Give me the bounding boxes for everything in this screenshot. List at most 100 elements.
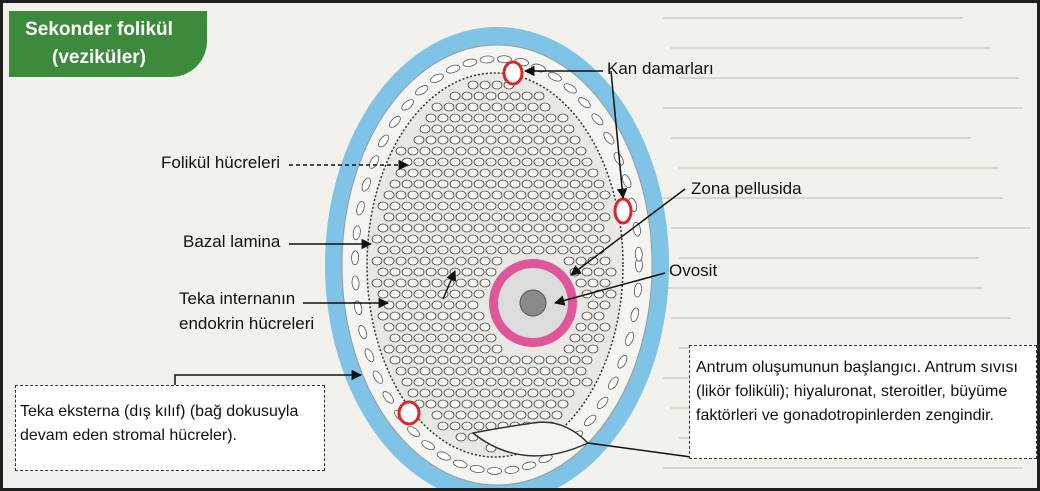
granulosa-cell [468,345,478,353]
granulosa-cell [462,268,472,276]
granulosa-cell [546,158,556,166]
granulosa-cell [432,125,442,133]
granulosa-cell [474,422,484,430]
granulosa-cell [390,246,400,254]
granulosa-cell [576,191,586,199]
granulosa-cell [456,147,466,155]
granulosa-cell [510,378,520,386]
granulosa-cell [540,169,550,177]
granulosa-cell [564,191,574,199]
granulosa-cell [420,345,430,353]
granulosa-cell [408,191,418,199]
granulosa-cell [462,334,472,342]
granulosa-cell [444,125,454,133]
granulosa-cell [456,169,466,177]
granulosa-cell [486,136,496,144]
granulosa-cell [570,136,580,144]
granulosa-cell [408,169,418,177]
granulosa-cell [492,257,502,265]
granulosa-cell [492,411,502,419]
granulosa-cell [396,323,406,331]
granulosa-cell [456,103,466,111]
granulosa-cell [390,224,400,232]
label-teka-internanin: Teka internanın [179,289,295,309]
antrum-info-box: Antrum oluşumunun başlangıcı. Antrum sıv… [689,345,1037,459]
granulosa-cell [510,400,520,408]
granulosa-cell [474,224,484,232]
granulosa-cell [438,224,448,232]
granulosa-cell [504,191,514,199]
granulosa-cell [420,213,430,221]
granulosa-cell [582,356,592,364]
granulosa-cell [390,180,400,188]
granulosa-cell [468,411,478,419]
granulosa-cell [444,191,454,199]
granulosa-cell [378,268,388,276]
granulosa-cell [384,235,394,243]
granulosa-cell [552,411,562,419]
granulosa-cell [558,356,568,364]
granulosa-cell [600,257,610,265]
granulosa-cell [480,367,490,375]
granulosa-cell [486,356,496,364]
granulosa-cell [588,301,598,309]
granulosa-cell [480,411,490,419]
granulosa-cell [420,125,430,133]
granulosa-cell [534,114,544,122]
granulosa-cell [498,114,508,122]
granulosa-cell [384,257,394,265]
granulosa-cell [468,301,478,309]
granulosa-cell [558,246,568,254]
granulosa-cell [420,169,430,177]
granulosa-cell [420,367,430,375]
granulosa-cell [456,213,466,221]
granulosa-cell [528,147,538,155]
granulosa-cell [432,389,442,397]
granulosa-cell [486,92,496,100]
granulosa-cell [564,125,574,133]
granulosa-cell [438,246,448,254]
granulosa-cell [492,367,502,375]
granulosa-cell [528,235,538,243]
granulosa-cell [576,367,586,375]
granulosa-cell [594,246,604,254]
granulosa-cell [546,246,556,254]
granulosa-cell [522,378,532,386]
granulosa-cell [456,301,466,309]
granulosa-cell [468,213,478,221]
granulosa-cell [480,213,490,221]
granulosa-cell [396,213,406,221]
granulosa-cell [546,400,556,408]
granulosa-cell [498,246,508,254]
granulosa-cell [444,235,454,243]
granulosa-cell [564,345,574,353]
granulosa-cell [576,213,586,221]
granulosa-cell [534,202,544,210]
granulosa-cell [576,257,586,265]
granulosa-cell [432,301,442,309]
granulosa-cell [582,158,592,166]
granulosa-cell [444,147,454,155]
granulosa-cell [570,180,580,188]
label-kan-damarlari: Kan damarları [607,59,714,79]
granulosa-cell [558,158,568,166]
granulosa-cell [396,345,406,353]
granulosa-cell [528,169,538,177]
granulosa-cell [390,334,400,342]
granulosa-cell [540,235,550,243]
granulosa-cell [450,202,460,210]
granulosa-cell [390,290,400,298]
granulosa-cell [540,103,550,111]
granulosa-cell [468,367,478,375]
granulosa-cell [528,213,538,221]
granulosa-cell [432,103,442,111]
granulosa-cell [600,279,610,287]
granulosa-cell [408,235,418,243]
granulosa-cell [540,191,550,199]
granulosa-cell [462,312,472,320]
granulosa-cell [462,422,472,430]
granulosa-cell [522,180,532,188]
granulosa-cell [426,334,436,342]
granulosa-cell [594,180,604,188]
granulosa-cell [570,202,580,210]
